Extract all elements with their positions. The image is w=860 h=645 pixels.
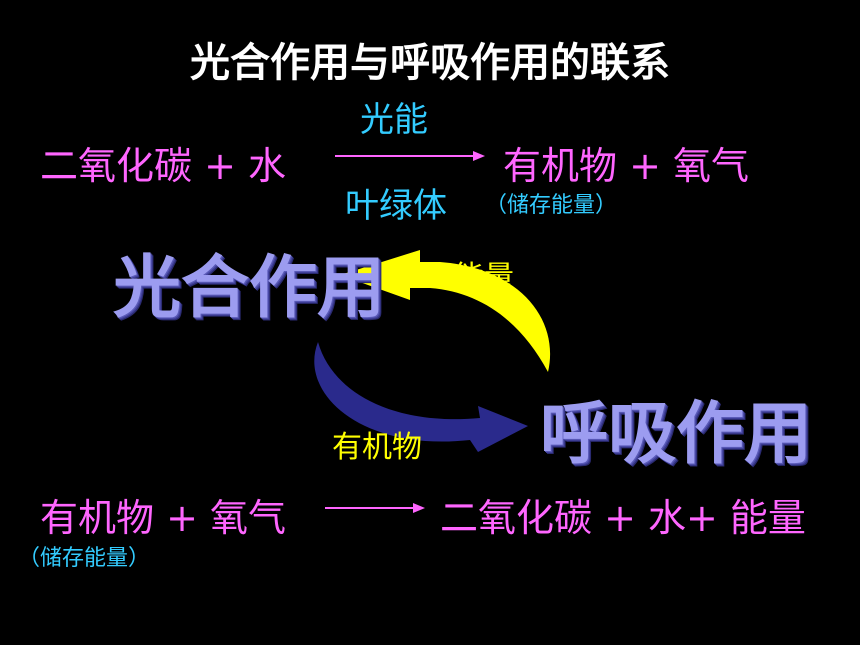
photosynthesis-products: 有机物 + 氧气 — [503, 144, 749, 188]
organic-arrow — [314, 342, 528, 452]
respiration-note: （储存能量） — [18, 546, 151, 571]
photosynthesis-label: 光合作用 — [113, 249, 386, 328]
condition-chloroplast: 叶绿体 — [345, 186, 447, 226]
page-title: 光合作用与呼吸作用的联系 — [190, 40, 670, 86]
respiration-arrow — [325, 503, 425, 513]
organic-label: 有机物 — [332, 430, 422, 465]
respiration-reactants: 有机物 + 氧气 — [40, 496, 286, 540]
energy-arrow — [340, 250, 551, 372]
photosynthesis-reactants: 二氧化碳 + 水 — [40, 144, 286, 188]
photosynthesis-note: （储存能量） — [485, 193, 618, 218]
respiration-products: 二氧化碳 + 水+ 能量 — [440, 496, 806, 540]
energy-label: 能量 — [454, 260, 514, 295]
condition-light: 光能 — [360, 100, 428, 140]
photosynthesis-arrow — [335, 151, 485, 161]
respiration-label: 呼吸作用 — [540, 395, 813, 474]
